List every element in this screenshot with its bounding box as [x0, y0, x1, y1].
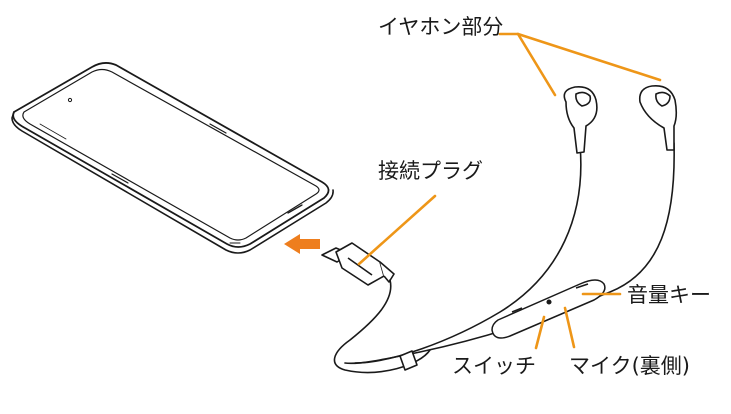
label-microphone: マイク(裏側)	[569, 354, 690, 378]
label-volume-key: 音量キー	[627, 283, 711, 307]
label-switch: スイッチ	[452, 354, 536, 378]
insert-arrow	[284, 234, 320, 254]
leader-lines	[357, 32, 662, 350]
label-connection-plug: 接続プラグ	[378, 159, 483, 183]
smartphone	[11, 62, 334, 254]
label-earphone-part: イヤホン部分	[378, 15, 504, 39]
ear-pieces	[563, 84, 678, 154]
remote-control	[491, 279, 606, 339]
